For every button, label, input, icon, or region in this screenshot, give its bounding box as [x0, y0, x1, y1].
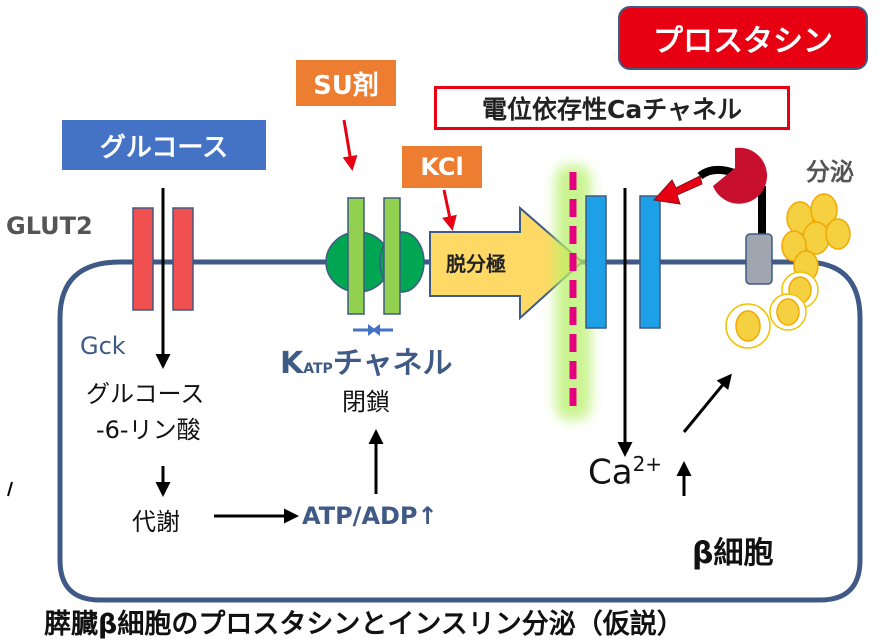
closing-arrows-icon	[353, 324, 393, 336]
ca-sup: 2+	[632, 452, 663, 476]
katp-sub: ATP	[303, 361, 333, 377]
secretion-label: 分泌	[806, 158, 854, 186]
prostasin-protein	[697, 147, 773, 285]
atp-adp-label: ATP/ADP↑	[302, 502, 438, 530]
closure-label: 閉鎖	[342, 388, 390, 416]
prostasin-label: プロスタシン	[618, 6, 868, 70]
katp-rest: チャネル	[332, 346, 453, 381]
depolarization-arrow	[429, 205, 584, 321]
gck-label: Gck	[80, 332, 126, 360]
prostasin-action-arrow	[653, 175, 703, 205]
katp-k: K	[280, 346, 304, 381]
metabolism-label: 代謝	[132, 508, 180, 536]
g6p-label-line1: グルコース	[86, 380, 205, 408]
glut2-transporter	[132, 207, 194, 311]
stray-mark	[7, 481, 13, 497]
glucose-label: グルコース	[62, 120, 266, 170]
secretion-arrow	[682, 373, 732, 433]
katp-channel	[325, 197, 425, 315]
cell-membrane	[57, 259, 863, 603]
kcl-label: KCl	[402, 146, 482, 188]
diagram-caption: 膵臓β細胞のプロスタシンとインスリン分泌（仮説）	[44, 609, 684, 640]
kcl-arrow	[442, 189, 457, 231]
g6p-label-line2: -6-リン酸	[96, 416, 201, 444]
depolarization-label: 脱分極	[446, 252, 506, 276]
su-arrow	[342, 119, 358, 171]
su-label: SU剤	[296, 60, 396, 106]
insulin-granules	[725, 193, 851, 349]
katp-channel-label: KATPチャネル	[280, 338, 453, 382]
ca-base: Ca	[588, 452, 633, 493]
glut2-label: GLUT2	[6, 212, 93, 240]
vdcc-label: 電位依存性Caチャネル	[434, 86, 790, 130]
beta-cell-label: β細胞	[692, 536, 774, 571]
vdcc-channel	[585, 195, 661, 329]
ca-label: Ca2+	[588, 452, 662, 492]
